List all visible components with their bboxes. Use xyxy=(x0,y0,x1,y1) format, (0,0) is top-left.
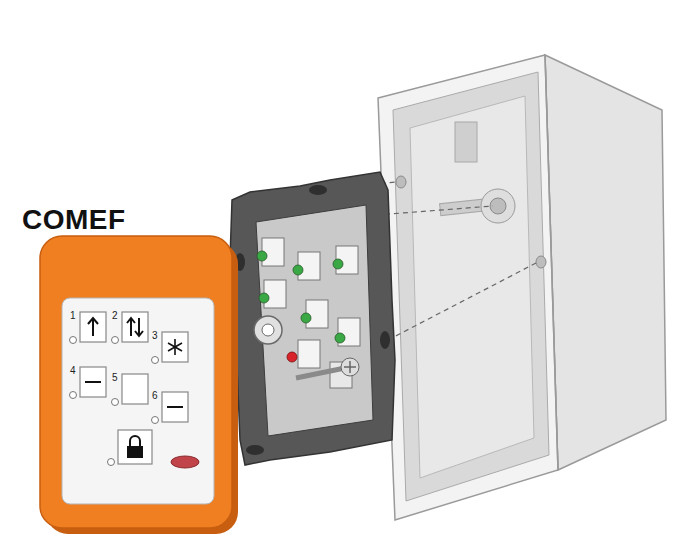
status-leds xyxy=(70,337,159,466)
mounting-plate xyxy=(230,172,395,465)
terminal-modules xyxy=(262,238,360,388)
button-number: 3 xyxy=(152,331,158,341)
button-number: 1 xyxy=(70,311,76,321)
back-box xyxy=(378,55,666,520)
button-number: 5 xyxy=(112,373,118,383)
brand-title: COMEF xyxy=(22,206,126,234)
button-number: 6 xyxy=(152,391,158,401)
keypad-buttons xyxy=(80,312,188,464)
led-dots xyxy=(257,251,345,362)
front-cover xyxy=(40,236,238,534)
button-number: 4 xyxy=(70,366,76,376)
button-number: 2 xyxy=(112,311,118,321)
button-icons xyxy=(85,318,183,458)
knob xyxy=(254,316,282,344)
screw xyxy=(296,358,359,378)
ir-window xyxy=(171,456,199,468)
